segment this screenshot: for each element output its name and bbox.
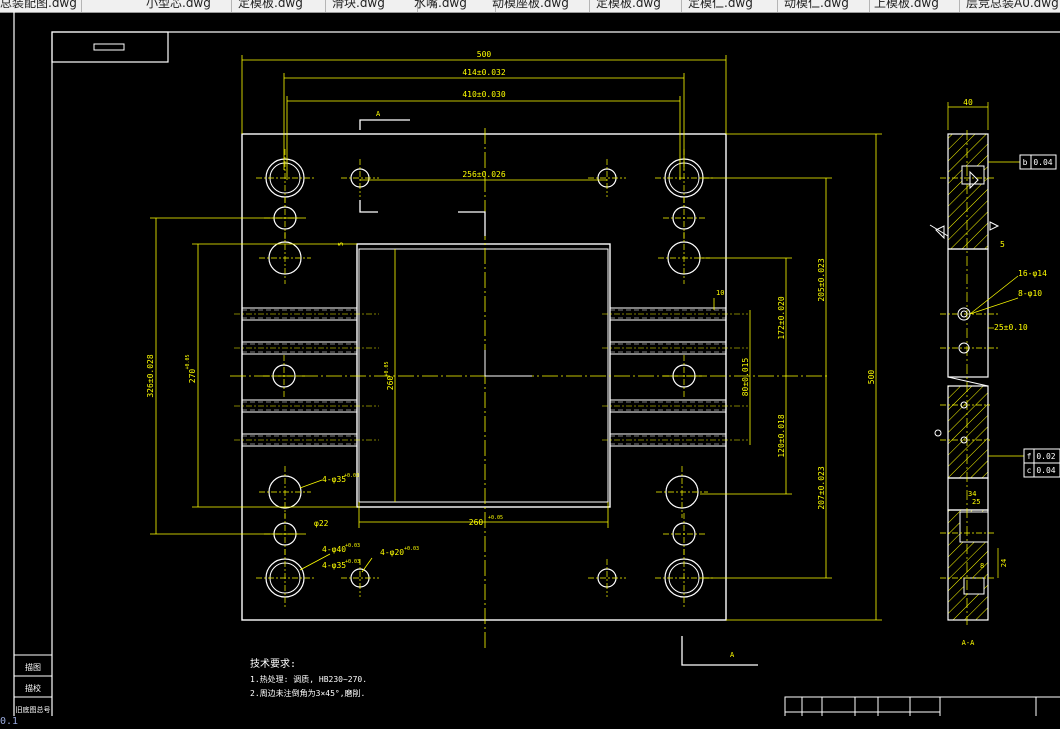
file-tab-0[interactable]: 总装配图.dwg (0, 0, 82, 12)
file-tab-6[interactable]: 定模板.dwg (590, 0, 682, 12)
side-dim-25b: 25 (972, 498, 980, 506)
dim-260-h-tol: +0.05 (488, 515, 503, 521)
section-label-top: A (376, 110, 381, 118)
file-tab-7[interactable]: 定模仁.dwg (682, 0, 778, 12)
section-mark-mid-right (458, 211, 486, 236)
notes-title: 技术要求: (250, 657, 296, 670)
dim-205: 205±0.023 (817, 258, 826, 302)
status-text: 0.1 (0, 716, 19, 727)
cavity-pocket-outer (356, 243, 611, 508)
dim-500-right: 500 (867, 370, 876, 385)
file-tab-5[interactable]: 动模座板.dwg (486, 0, 590, 12)
side-dim-8b: 8 (980, 562, 984, 570)
side-dim-25: 25±0.10 (994, 323, 1028, 332)
dim-207: 207±0.023 (817, 466, 826, 510)
side-dim-40: 40 (963, 98, 973, 107)
screw-slot-group (234, 307, 748, 447)
dim-414: 414±0.032 (462, 68, 506, 77)
dim-d35b-tol: +0.03 (345, 559, 360, 565)
gtol-f-value: 0.02 (1036, 452, 1055, 461)
border-tab-box (51, 31, 169, 63)
section-mark-mid-left (359, 200, 378, 213)
dimension-lines (150, 55, 882, 621)
dim-d35b: 4-φ35 (322, 561, 346, 570)
dim-120: 120±0.018 (777, 414, 786, 458)
dim-500-top: 500 (477, 50, 492, 59)
file-tab-8[interactable]: 动模仁.dwg (778, 0, 870, 12)
gtol-c-value: 0.04 (1036, 466, 1055, 475)
gtol-b-value: 0.04 (1033, 158, 1052, 167)
dim-260-h: 260 (469, 518, 484, 527)
dim-10: 10 (716, 289, 724, 297)
cavity-pocket-inner (358, 248, 609, 503)
dim-260-v: 260 (386, 376, 395, 391)
side-dim-34: 34 (968, 490, 976, 498)
notes-line-2: 2.周边未注倒角为3×45°,磨削. (250, 688, 365, 698)
dim-d22: φ22 (314, 519, 329, 528)
dim-270-tol: +0.05 (185, 354, 191, 369)
gtol-b-label: b (1023, 158, 1028, 167)
file-tab-2[interactable]: 定模板.dwg (232, 0, 326, 12)
side-section-view (929, 102, 1024, 625)
file-tab-3[interactable]: 滑块.dwg (326, 0, 418, 12)
stamp-text-3: 旧底图总号 (16, 705, 51, 714)
gtol-c-frame (1023, 462, 1060, 478)
stamp-text-1: 描图 (25, 662, 41, 672)
title-block (784, 696, 1060, 716)
dim-260-v-tol: +0.05 (384, 361, 390, 376)
dim-172: 172±0.020 (777, 296, 786, 340)
section-view-label: A-A (962, 639, 975, 647)
section-label-bottom: A (730, 651, 735, 659)
border-tab-mark (93, 43, 125, 51)
left-stamp-table (13, 654, 53, 716)
dim-410: 410±0.030 (462, 90, 506, 99)
mold-plate-outline (241, 133, 727, 621)
status-readout: 0.1 (0, 716, 60, 729)
dim-d40-tol: +0.03 (345, 543, 360, 549)
border-frame (51, 31, 1060, 716)
file-tab-4[interactable]: 水嘴.dwg (408, 0, 496, 12)
dim-d20: 4-φ20 (380, 548, 404, 557)
gtol-c-label: c (1027, 466, 1032, 475)
notes-line-1: 1.热处理: 调质, HB230~270. (250, 674, 367, 684)
dim-d35-tol: +0.03 (344, 473, 359, 479)
dim-80: 80±0.015 (741, 358, 750, 397)
section-mark-top (359, 119, 410, 130)
file-tab-10[interactable]: 层竞总装A0.dwg (960, 0, 1060, 12)
side-dim-8: 8-φ10 (1018, 289, 1042, 298)
dim-256: 256±0.026 (462, 170, 506, 179)
file-tab-9[interactable]: 上模板.dwg (868, 0, 960, 12)
side-dim-24: 24 (1000, 559, 1008, 567)
side-dim-5: 5 (1000, 240, 1005, 249)
dim-d20-tol: +0.03 (404, 546, 419, 552)
dim-326: 326±0.028 (146, 354, 155, 398)
dim-d40: 4-φ40 (322, 545, 346, 554)
gtol-b-frame (1019, 154, 1057, 170)
section-mark-bottom (681, 636, 758, 666)
dim-270: 270 (188, 369, 197, 384)
gtol-f-label: f (1027, 452, 1032, 461)
side-dim-16: 16-φ14 (1018, 269, 1047, 278)
stamp-text-2: 描校 (25, 683, 41, 693)
dim-5: 5 (337, 242, 345, 246)
dim-d35: 4-φ35 (322, 475, 346, 484)
file-tab-1[interactable]: 小型芯.dwg (140, 0, 232, 12)
center-mark (484, 350, 532, 377)
cad-drawing-canvas[interactable]: 描图 描校 旧底图总号 A A (0, 12, 1060, 716)
